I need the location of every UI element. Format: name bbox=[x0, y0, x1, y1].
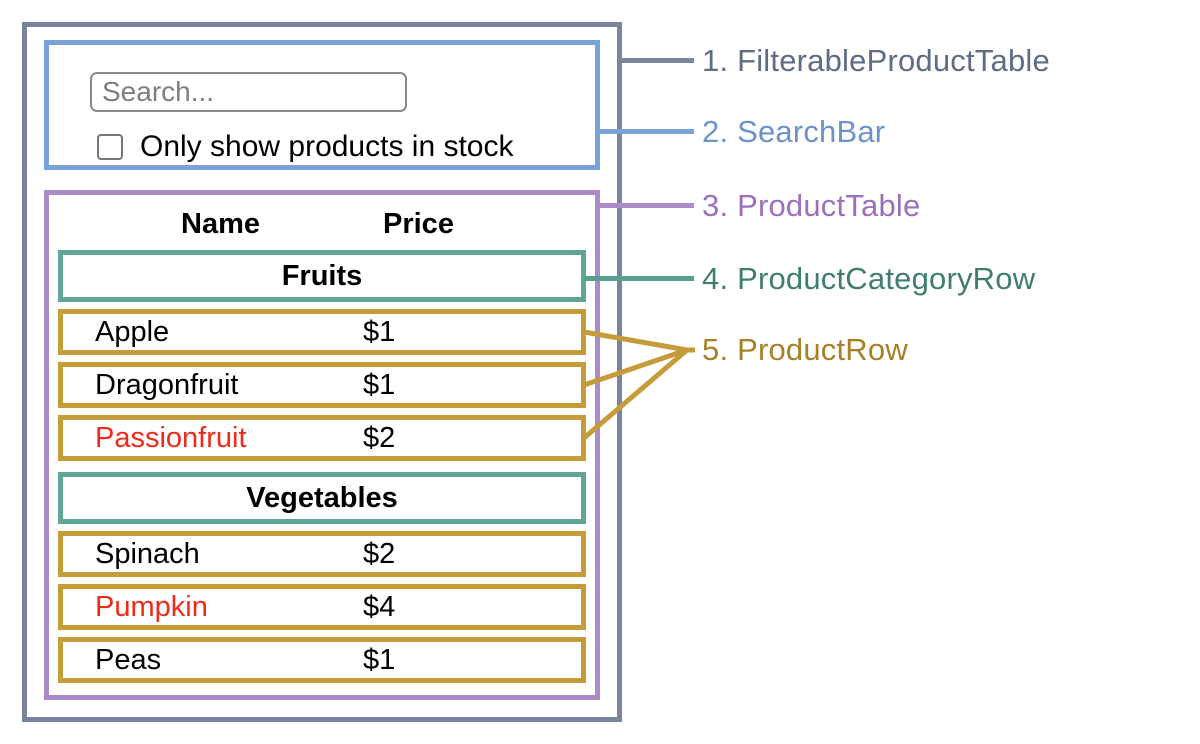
product-row-apple: Apple $1 bbox=[58, 309, 586, 355]
annotation-product-row: 5. ProductRow bbox=[702, 332, 908, 367]
in-stock-checkbox-label: Only show products in stock bbox=[140, 130, 514, 163]
search-input[interactable] bbox=[90, 72, 407, 112]
product-price: $1 bbox=[363, 315, 396, 348]
product-category-row-vegetables: Vegetables bbox=[58, 472, 586, 524]
annotation-search-bar: 2. SearchBar bbox=[702, 113, 886, 149]
in-stock-filter-row: Only show products in stock bbox=[97, 130, 514, 164]
product-row-passionfruit: Passionfruit $2 bbox=[58, 415, 586, 461]
name-column-header: Name bbox=[181, 207, 260, 240]
filterable-product-table-box: Only show products in stock Name Price F… bbox=[22, 22, 622, 722]
price-column-header: Price bbox=[383, 207, 454, 240]
annotation-product-category-row: 4. ProductCategoryRow bbox=[702, 260, 1036, 296]
product-price: $1 bbox=[363, 368, 396, 401]
product-name-out-of-stock: Pumpkin bbox=[95, 590, 208, 623]
product-row-dragonfruit: Dragonfruit $1 bbox=[58, 362, 586, 408]
annotation-filterable-product-table: 1. FilterableProductTable bbox=[702, 42, 1050, 78]
annotation-product-table: 3. ProductTable bbox=[702, 187, 921, 223]
product-row-spinach: Spinach $2 bbox=[58, 531, 586, 577]
category-label: Vegetables bbox=[246, 481, 398, 514]
product-name: Spinach bbox=[95, 537, 200, 570]
search-bar-box: Only show products in stock bbox=[44, 40, 600, 170]
in-stock-checkbox[interactable] bbox=[97, 134, 123, 160]
product-row-pumpkin: Pumpkin $4 bbox=[58, 584, 586, 630]
product-price: $2 bbox=[363, 537, 396, 570]
product-row-peas: Peas $1 bbox=[58, 637, 586, 683]
product-name: Peas bbox=[95, 643, 162, 676]
table-header-row: Name Price bbox=[58, 203, 586, 245]
product-price: $4 bbox=[363, 590, 396, 623]
product-name: Dragonfruit bbox=[95, 368, 239, 401]
product-category-row-fruits: Fruits bbox=[58, 250, 586, 302]
product-name: Apple bbox=[95, 315, 170, 348]
product-name-out-of-stock: Passionfruit bbox=[95, 421, 247, 454]
category-label: Fruits bbox=[281, 259, 363, 292]
product-price: $2 bbox=[363, 421, 396, 454]
product-price: $1 bbox=[363, 643, 396, 676]
product-table-box: Name Price Fruits Apple $1 Dragonfruit $… bbox=[44, 190, 600, 700]
